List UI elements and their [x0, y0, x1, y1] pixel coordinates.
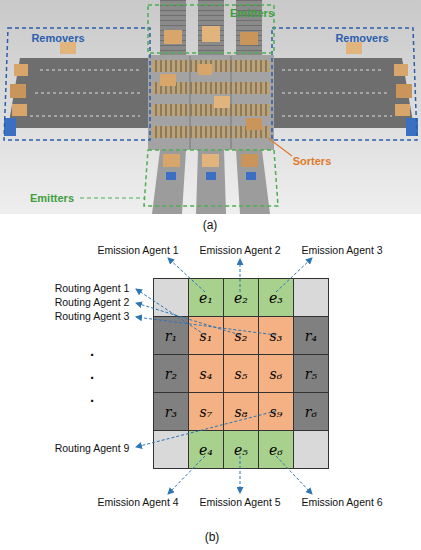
emitter-cell: e₃ [258, 278, 294, 317]
cell-symbol: s₂ [235, 328, 248, 344]
ellipsis-dot: . [90, 343, 94, 358]
cell-symbol: s₅ [235, 366, 248, 382]
cell-symbol: s₆ [270, 366, 283, 382]
emitter-cell: e₅ [223, 430, 259, 469]
remover-cell: r₁ [153, 316, 189, 355]
cell-symbol: e₄ [199, 442, 213, 458]
region-label: Removers [31, 33, 84, 44]
agent-label: Emission Agent 6 [301, 497, 382, 508]
cell-symbol: s₇ [200, 404, 213, 420]
remover-cell: r₃ [153, 392, 189, 431]
cell-symbol: r₆ [305, 404, 317, 420]
cell-symbol: e₆ [269, 442, 283, 458]
cell-symbol: e₅ [234, 442, 248, 458]
region-label: Sorters [293, 156, 332, 167]
agent-label: Routing Agent 3 [55, 311, 130, 322]
agent-label: Emission Agent 1 [97, 245, 178, 256]
region-label: Emitters [30, 193, 74, 204]
cell-symbol: e₂ [234, 290, 248, 306]
corner-cell [293, 430, 329, 469]
agent-label: Emission Agent 4 [97, 497, 178, 508]
emitter-cell: e₄ [188, 430, 224, 469]
cell-symbol: r₂ [165, 366, 177, 382]
corner-cell [153, 430, 189, 469]
sorter-cell: s₃ [258, 316, 294, 355]
sorter-cell: s₂ [223, 316, 259, 355]
agent-label: Routing Agent 2 [55, 297, 130, 308]
cell-symbol: s₄ [200, 366, 213, 382]
ellipsis-dot: . [90, 366, 94, 381]
region-label: Emitters [230, 8, 274, 19]
remover-cell: r₄ [293, 316, 329, 355]
sorter-cell: s₄ [188, 354, 224, 393]
sorter-cell: s₁ [188, 316, 224, 355]
agent-label: Emission Agent 3 [301, 245, 382, 256]
remover-cell: r₂ [153, 354, 189, 393]
emitter-cell: e₆ [258, 430, 294, 469]
emitter-cell: e₂ [223, 278, 259, 317]
agent-label: Emission Agent 2 [199, 245, 280, 256]
cell-symbol: e₁ [199, 290, 213, 306]
agent-label: Emission Agent 5 [199, 497, 280, 508]
remover-cell: r₅ [293, 354, 329, 393]
sorter-cell: s₉ [258, 392, 294, 431]
cell-symbol: s₃ [270, 328, 283, 344]
emitter-cell: e₁ [188, 278, 224, 317]
cell-symbol: r₅ [305, 366, 317, 382]
cell-symbol: s₉ [270, 404, 283, 420]
agent-label: Routing Agent 9 [55, 443, 130, 454]
panel-label: (a) [203, 219, 218, 231]
agent-label: Routing Agent 1 [55, 283, 130, 294]
remover-cell: r₆ [293, 392, 329, 431]
cell-symbol: e₃ [269, 290, 283, 306]
panel-label: (b) [205, 531, 220, 543]
cell-symbol: s₈ [235, 404, 248, 420]
sorter-cell: s₈ [223, 392, 259, 431]
sorter-cell: s₅ [223, 354, 259, 393]
region-label: Removers [335, 33, 388, 44]
cell-symbol: r₃ [165, 404, 177, 420]
sorter-cell: s₆ [258, 354, 294, 393]
corner-cell [153, 278, 189, 317]
cell-symbol: r₄ [305, 328, 317, 344]
corner-cell [293, 278, 329, 317]
sorter-cell: s₇ [188, 392, 224, 431]
ellipsis-dot: . [90, 389, 94, 404]
cell-symbol: s₁ [200, 328, 213, 344]
cell-symbol: r₁ [165, 328, 177, 344]
